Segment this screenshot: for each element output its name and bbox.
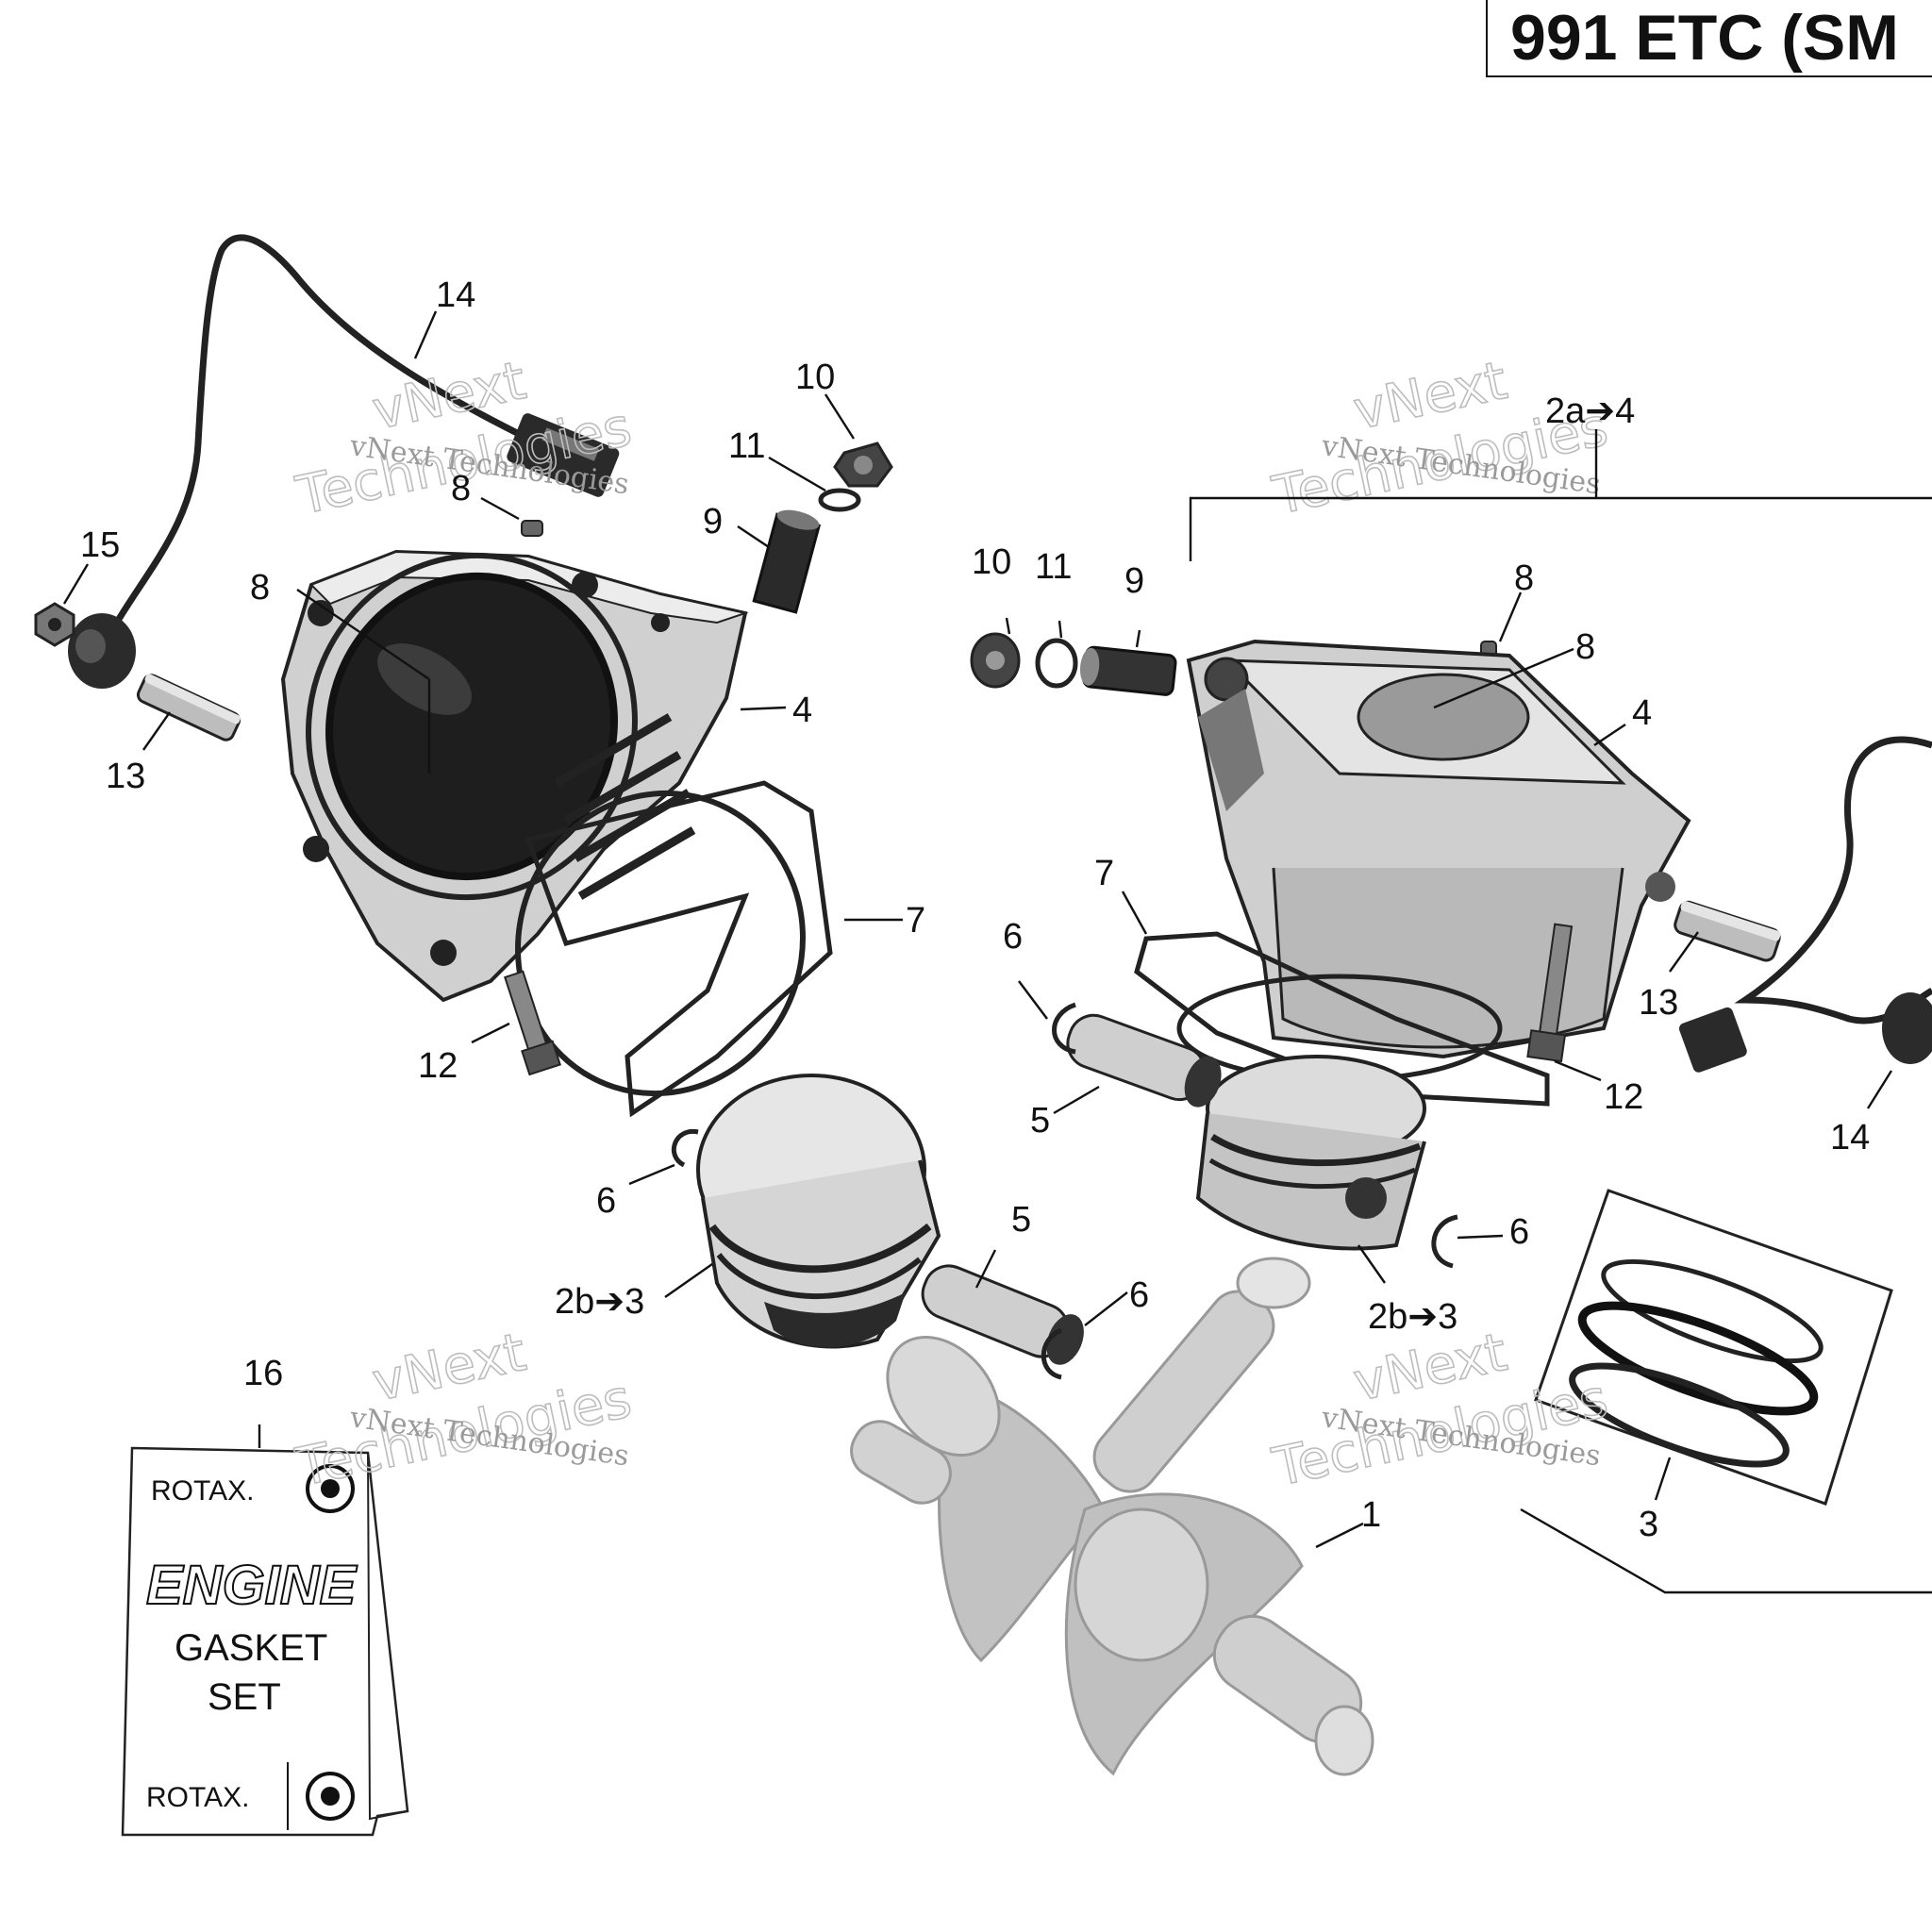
callout-15: 15 xyxy=(80,525,120,565)
callout-8-left: 8 xyxy=(250,568,270,608)
leader-lines xyxy=(62,310,1932,1594)
callout-11-right: 11 xyxy=(1035,547,1072,587)
watermark-top-right: vNext Technologies vNext Technologies xyxy=(1267,349,1614,527)
gasket-set-label-16: ROTAX. ENGINE GASKET SET ROTAX. xyxy=(121,1446,409,1837)
circlip-6-right-b xyxy=(1431,1214,1458,1269)
callout-6-right-b: 6 xyxy=(1509,1212,1529,1252)
callout-2b3-left: 2b➔3 xyxy=(555,1282,644,1322)
callout-4-left: 4 xyxy=(792,691,812,730)
callout-4-right: 4 xyxy=(1632,693,1652,733)
cylinder-left xyxy=(280,549,749,1003)
knock-sensor-right xyxy=(1882,992,1932,1064)
nut-15-left xyxy=(34,602,75,647)
sensor-harness-right xyxy=(1678,736,1932,1073)
callout-10-left: 10 xyxy=(795,358,835,397)
o-ring-11-right xyxy=(1035,638,1078,689)
callout-6-left-a: 6 xyxy=(596,1181,616,1221)
callout-10-right: 10 xyxy=(972,542,1011,582)
callout-7-right: 7 xyxy=(1094,854,1114,893)
gasket-label-brand-top: ROTAX. xyxy=(151,1475,254,1507)
bolt-12-left xyxy=(504,970,561,1076)
circlip-6-right-a xyxy=(1052,1002,1076,1055)
watermark-bottom-left: vNext Technologies vNext Technologies xyxy=(291,1321,638,1499)
coolant-tube-9-left xyxy=(752,509,822,614)
o-ring-11-left xyxy=(818,488,861,512)
page-title: 991 ETC (SM xyxy=(1510,2,1899,74)
crankshaft-1 xyxy=(850,1257,1374,1776)
callout-2a4: 2a➔4 xyxy=(1545,391,1635,431)
callout-8-right: 8 xyxy=(1575,627,1595,667)
callout-5-right: 5 xyxy=(1030,1101,1050,1141)
knock-sensor-left xyxy=(68,613,136,689)
callout-9-right: 9 xyxy=(1124,561,1144,601)
piston-left xyxy=(696,1074,941,1349)
callout-labels: 14 15 13 8 8 10 11 9 4 7 12 6 2b➔3 5 6 2… xyxy=(80,275,1870,1544)
callout-13-left: 13 xyxy=(106,757,145,796)
gasket-label-set: SET xyxy=(208,1676,281,1718)
callout-8-right-small: 8 xyxy=(1514,558,1534,598)
callout-9-left: 9 xyxy=(703,502,723,541)
bolt-12-right xyxy=(1526,923,1574,1063)
callout-12-right: 12 xyxy=(1604,1077,1643,1117)
watermark-bottom-right: vNext Technologies vNext Technologies xyxy=(1267,1321,1614,1499)
callout-3: 3 xyxy=(1639,1505,1658,1544)
page-title-box: 991 ETC (SM xyxy=(1486,0,1932,77)
piston-right xyxy=(1195,1055,1426,1251)
circlip-6-left-b xyxy=(1041,1327,1063,1380)
callout-13-right: 13 xyxy=(1639,983,1678,1023)
callout-16: 16 xyxy=(243,1354,283,1393)
callout-1: 1 xyxy=(1361,1495,1381,1535)
piston-pin-5-right xyxy=(1066,1013,1222,1108)
screw-8-left-small xyxy=(521,520,543,537)
gasket-label-engine: ENGINE xyxy=(146,1555,358,1616)
sensor-connector-right xyxy=(1678,1007,1747,1073)
dowel-pin-13-right xyxy=(1674,900,1781,962)
sensor-connector-left xyxy=(507,413,620,497)
cylinder-right xyxy=(1186,639,1691,1059)
callout-5-left: 5 xyxy=(1011,1200,1031,1240)
callout-6-right-a: 6 xyxy=(1003,917,1023,957)
circlip-6-left-a xyxy=(671,1129,699,1168)
piston-pin-5-left xyxy=(921,1264,1084,1365)
plug-10-right xyxy=(970,632,1021,689)
callout-12-left: 12 xyxy=(418,1046,458,1086)
plug-10-left xyxy=(833,441,893,488)
callout-2b3-right: 2b➔3 xyxy=(1368,1297,1457,1337)
dowel-pin-13-left xyxy=(136,674,242,741)
callout-7-left: 7 xyxy=(906,901,925,941)
callout-6-left-b: 6 xyxy=(1129,1275,1149,1315)
coolant-tube-9-right xyxy=(1079,645,1177,696)
piston-ring-set-3 xyxy=(1534,1189,1893,1506)
base-gasket-7-left xyxy=(515,780,833,1118)
callout-14-right: 14 xyxy=(1830,1118,1870,1158)
callout-14-left: 14 xyxy=(436,275,475,315)
sensor-harness-left xyxy=(34,234,620,689)
callout-11-left: 11 xyxy=(728,426,765,466)
gasket-label-gasket: GASKET xyxy=(175,1627,327,1669)
gasket-label-brand-bottom: ROTAX. xyxy=(146,1782,249,1813)
callout-8-left-small: 8 xyxy=(451,469,471,508)
